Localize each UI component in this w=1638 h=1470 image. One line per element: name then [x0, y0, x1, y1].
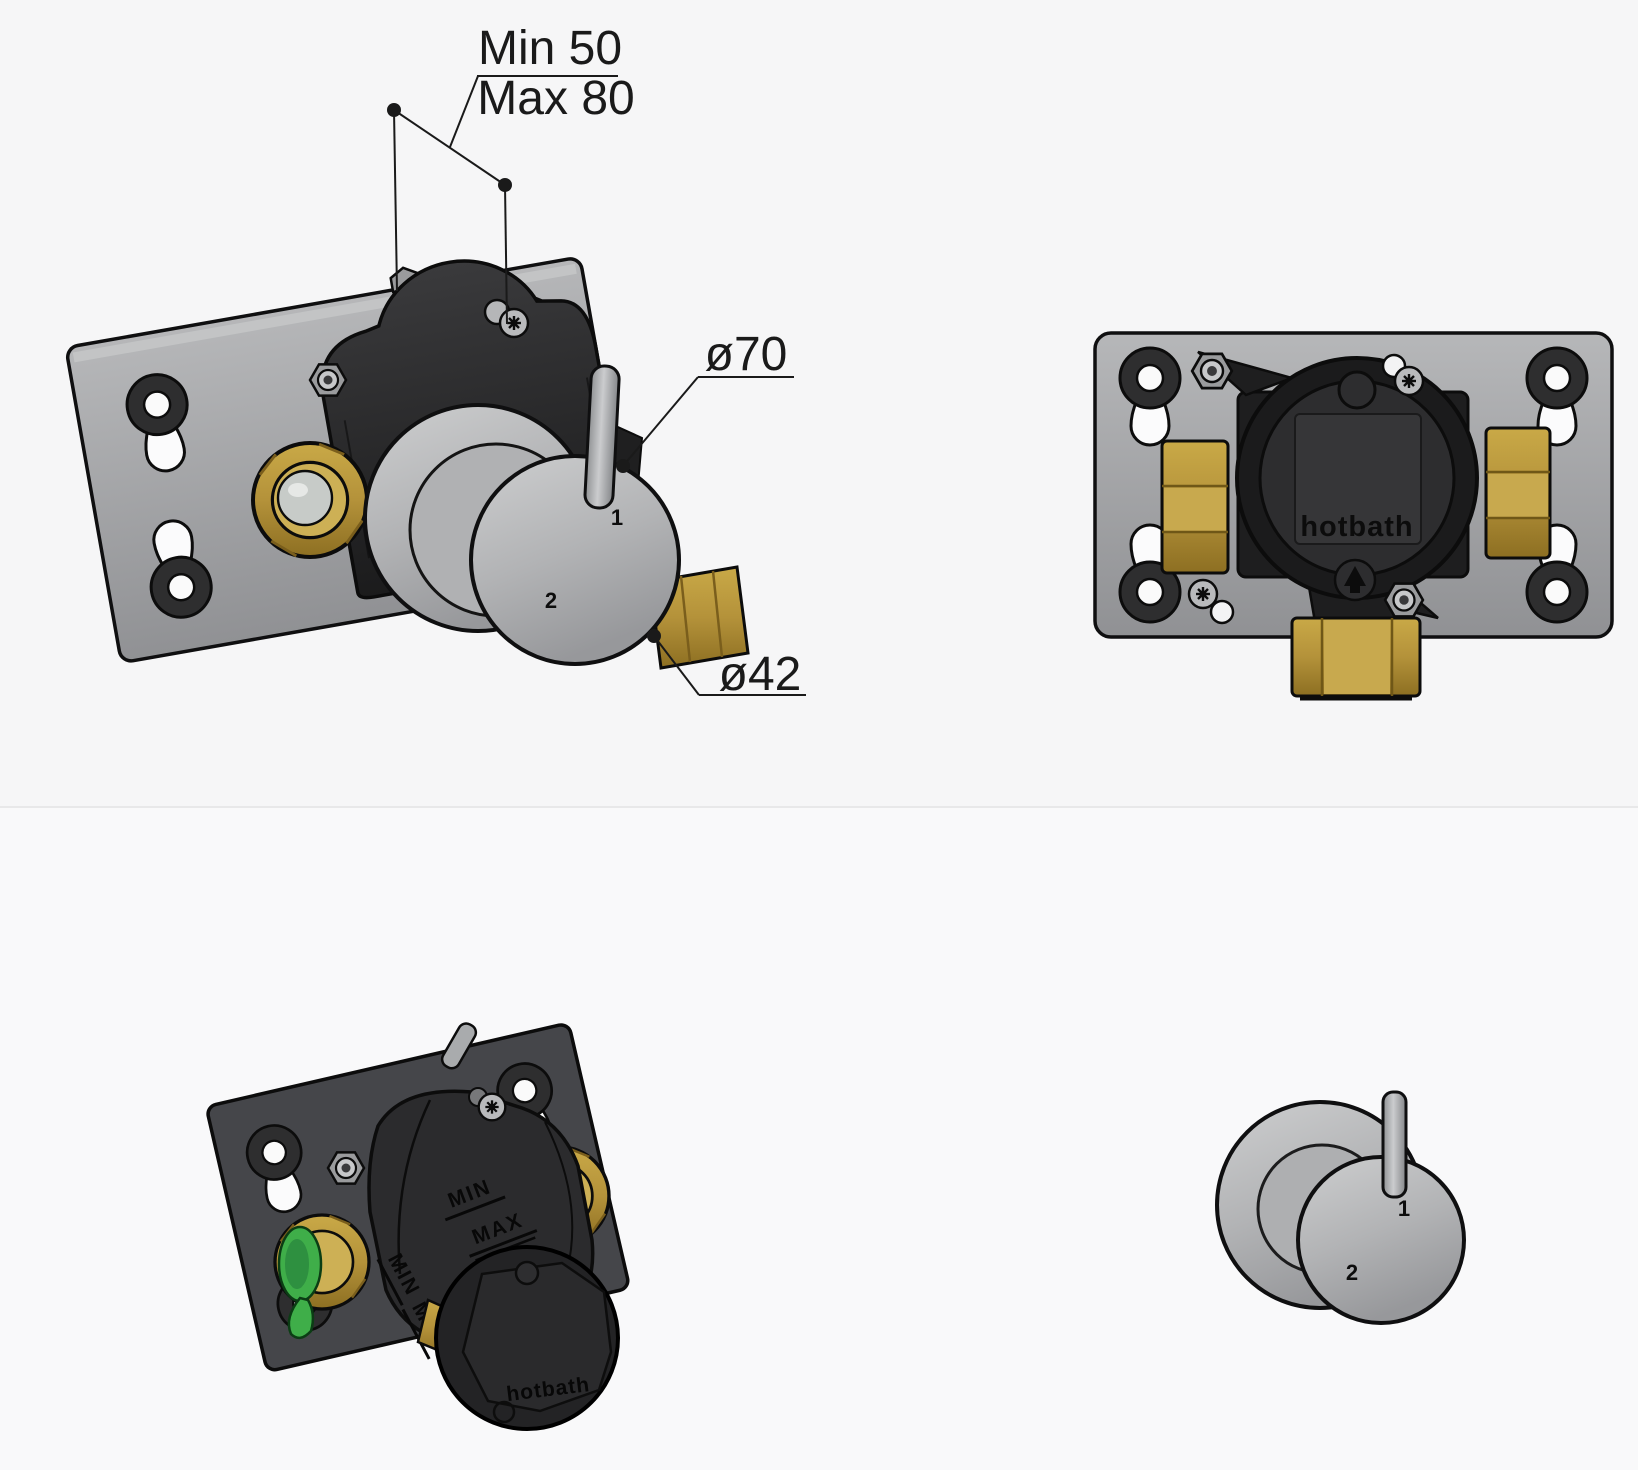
knob-position-1: 1: [611, 505, 623, 530]
fixing-torx: [477, 1092, 507, 1122]
dimension-min-depth: Min 50: [478, 22, 622, 75]
handle-knob: [1296, 1155, 1466, 1325]
fixing-hex-bottom-right: [1383, 582, 1425, 618]
cartridge-top-hole: [1337, 370, 1377, 410]
flow-direction-mark: [1333, 558, 1377, 602]
view-front-rough-in: hotbath: [1093, 331, 1614, 701]
dimension-handle: ø42: [719, 648, 802, 701]
brass-nut-bottom: [1290, 616, 1422, 701]
dimension-annotations: Min 50 Max 80 ø70 ø42: [387, 22, 806, 701]
body-hex-bolt: [326, 1151, 366, 1185]
cap-top-hole: [514, 1260, 540, 1286]
left-port-with-plug: [273, 1213, 371, 1340]
brass-inlet-nut-left: [251, 441, 369, 559]
protection-cap: hotbath: [434, 1245, 620, 1431]
depth-dimension: Min 50 Max 80: [387, 22, 635, 325]
fixing-torx-bottom-left: [1187, 578, 1219, 610]
plate-hex-bolt: [308, 363, 348, 397]
dimension-trim-plate: ø70: [705, 328, 788, 381]
fixing-torx-top-right: [1393, 365, 1425, 397]
brass-nut-right: [1484, 426, 1552, 560]
handle-pin: [1381, 1090, 1408, 1199]
knob-position-1: 1: [1398, 1196, 1410, 1221]
trim-plate-diameter-callout: ø70: [616, 328, 794, 473]
knob-position-2: 2: [1346, 1260, 1358, 1285]
handle-knob: [469, 454, 681, 666]
washer-bottom-left: [1209, 599, 1235, 625]
brass-nut-left: [1160, 439, 1230, 575]
cartridge-face: hotbath: [1235, 356, 1479, 602]
view-iso-rough-in-capped: MIN MAX MIN MAX: [206, 1022, 630, 1431]
brand-logo-front: hotbath: [1300, 511, 1413, 543]
dimension-max-depth: Max 80: [477, 72, 634, 125]
fixing-hex-top-left: [1190, 352, 1234, 390]
knob-position-2: 2: [545, 588, 557, 613]
valve-pin: [440, 1022, 478, 1070]
plate-screw-top: [498, 307, 530, 339]
handle-pin: [583, 364, 621, 510]
view-handle-trim: 1 2: [1215, 1090, 1466, 1325]
handle-diameter-callout: ø42: [647, 629, 806, 701]
green-plug-tab: [287, 1296, 315, 1340]
view-iso-rough-in-with-handle: 1 2: [65, 257, 750, 670]
cap-bottom-hole: [492, 1400, 516, 1424]
